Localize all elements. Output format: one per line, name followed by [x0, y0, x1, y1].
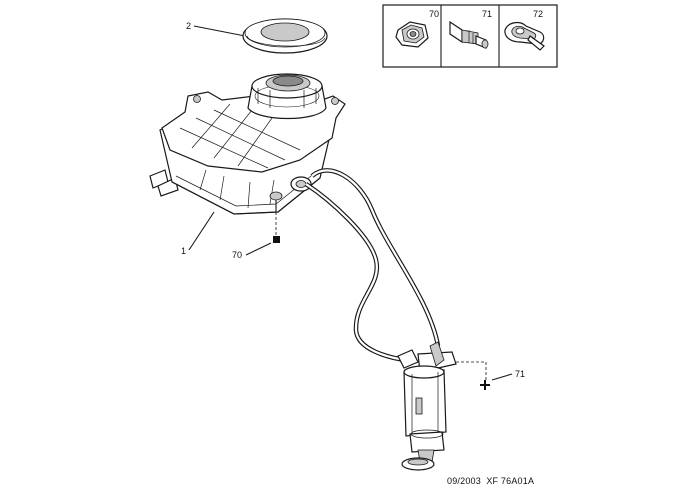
callout-2[interactable]: 2: [186, 21, 246, 37]
callout-1[interactable]: 1: [181, 211, 215, 256]
callout-71[interactable]: 71: [456, 361, 525, 390]
legend-item-71[interactable]: 71: [449, 9, 492, 49]
cable-actuator[interactable]: [397, 341, 457, 471]
callout-2-label: 2: [186, 21, 191, 31]
legend-ref-70: 70: [429, 9, 439, 19]
diagram-reference-code: 09/2003 XF 76A01A: [447, 476, 534, 486]
clip-icon: [504, 21, 545, 51]
legend-item-70[interactable]: 70: [395, 9, 439, 48]
callout-71-label: 71: [515, 369, 525, 379]
callout-70-label: 70: [232, 250, 242, 260]
bolt-marker-icon: [480, 380, 490, 390]
nut-marker-icon: [273, 236, 280, 243]
callout-70[interactable]: 70: [232, 212, 280, 260]
fastener-legend: 70 71 72: [382, 4, 558, 68]
bolt-icon: [449, 20, 489, 49]
nut-icon: [395, 21, 429, 48]
legend-item-72[interactable]: 72: [504, 9, 545, 51]
trim-ring[interactable]: [242, 18, 328, 54]
legend-ref-72: 72: [533, 9, 543, 19]
control-knob[interactable]: [247, 73, 327, 120]
callout-1-label: 1: [181, 246, 186, 256]
legend-ref-71: 71: [482, 9, 492, 19]
control-cable[interactable]: [304, 168, 441, 363]
